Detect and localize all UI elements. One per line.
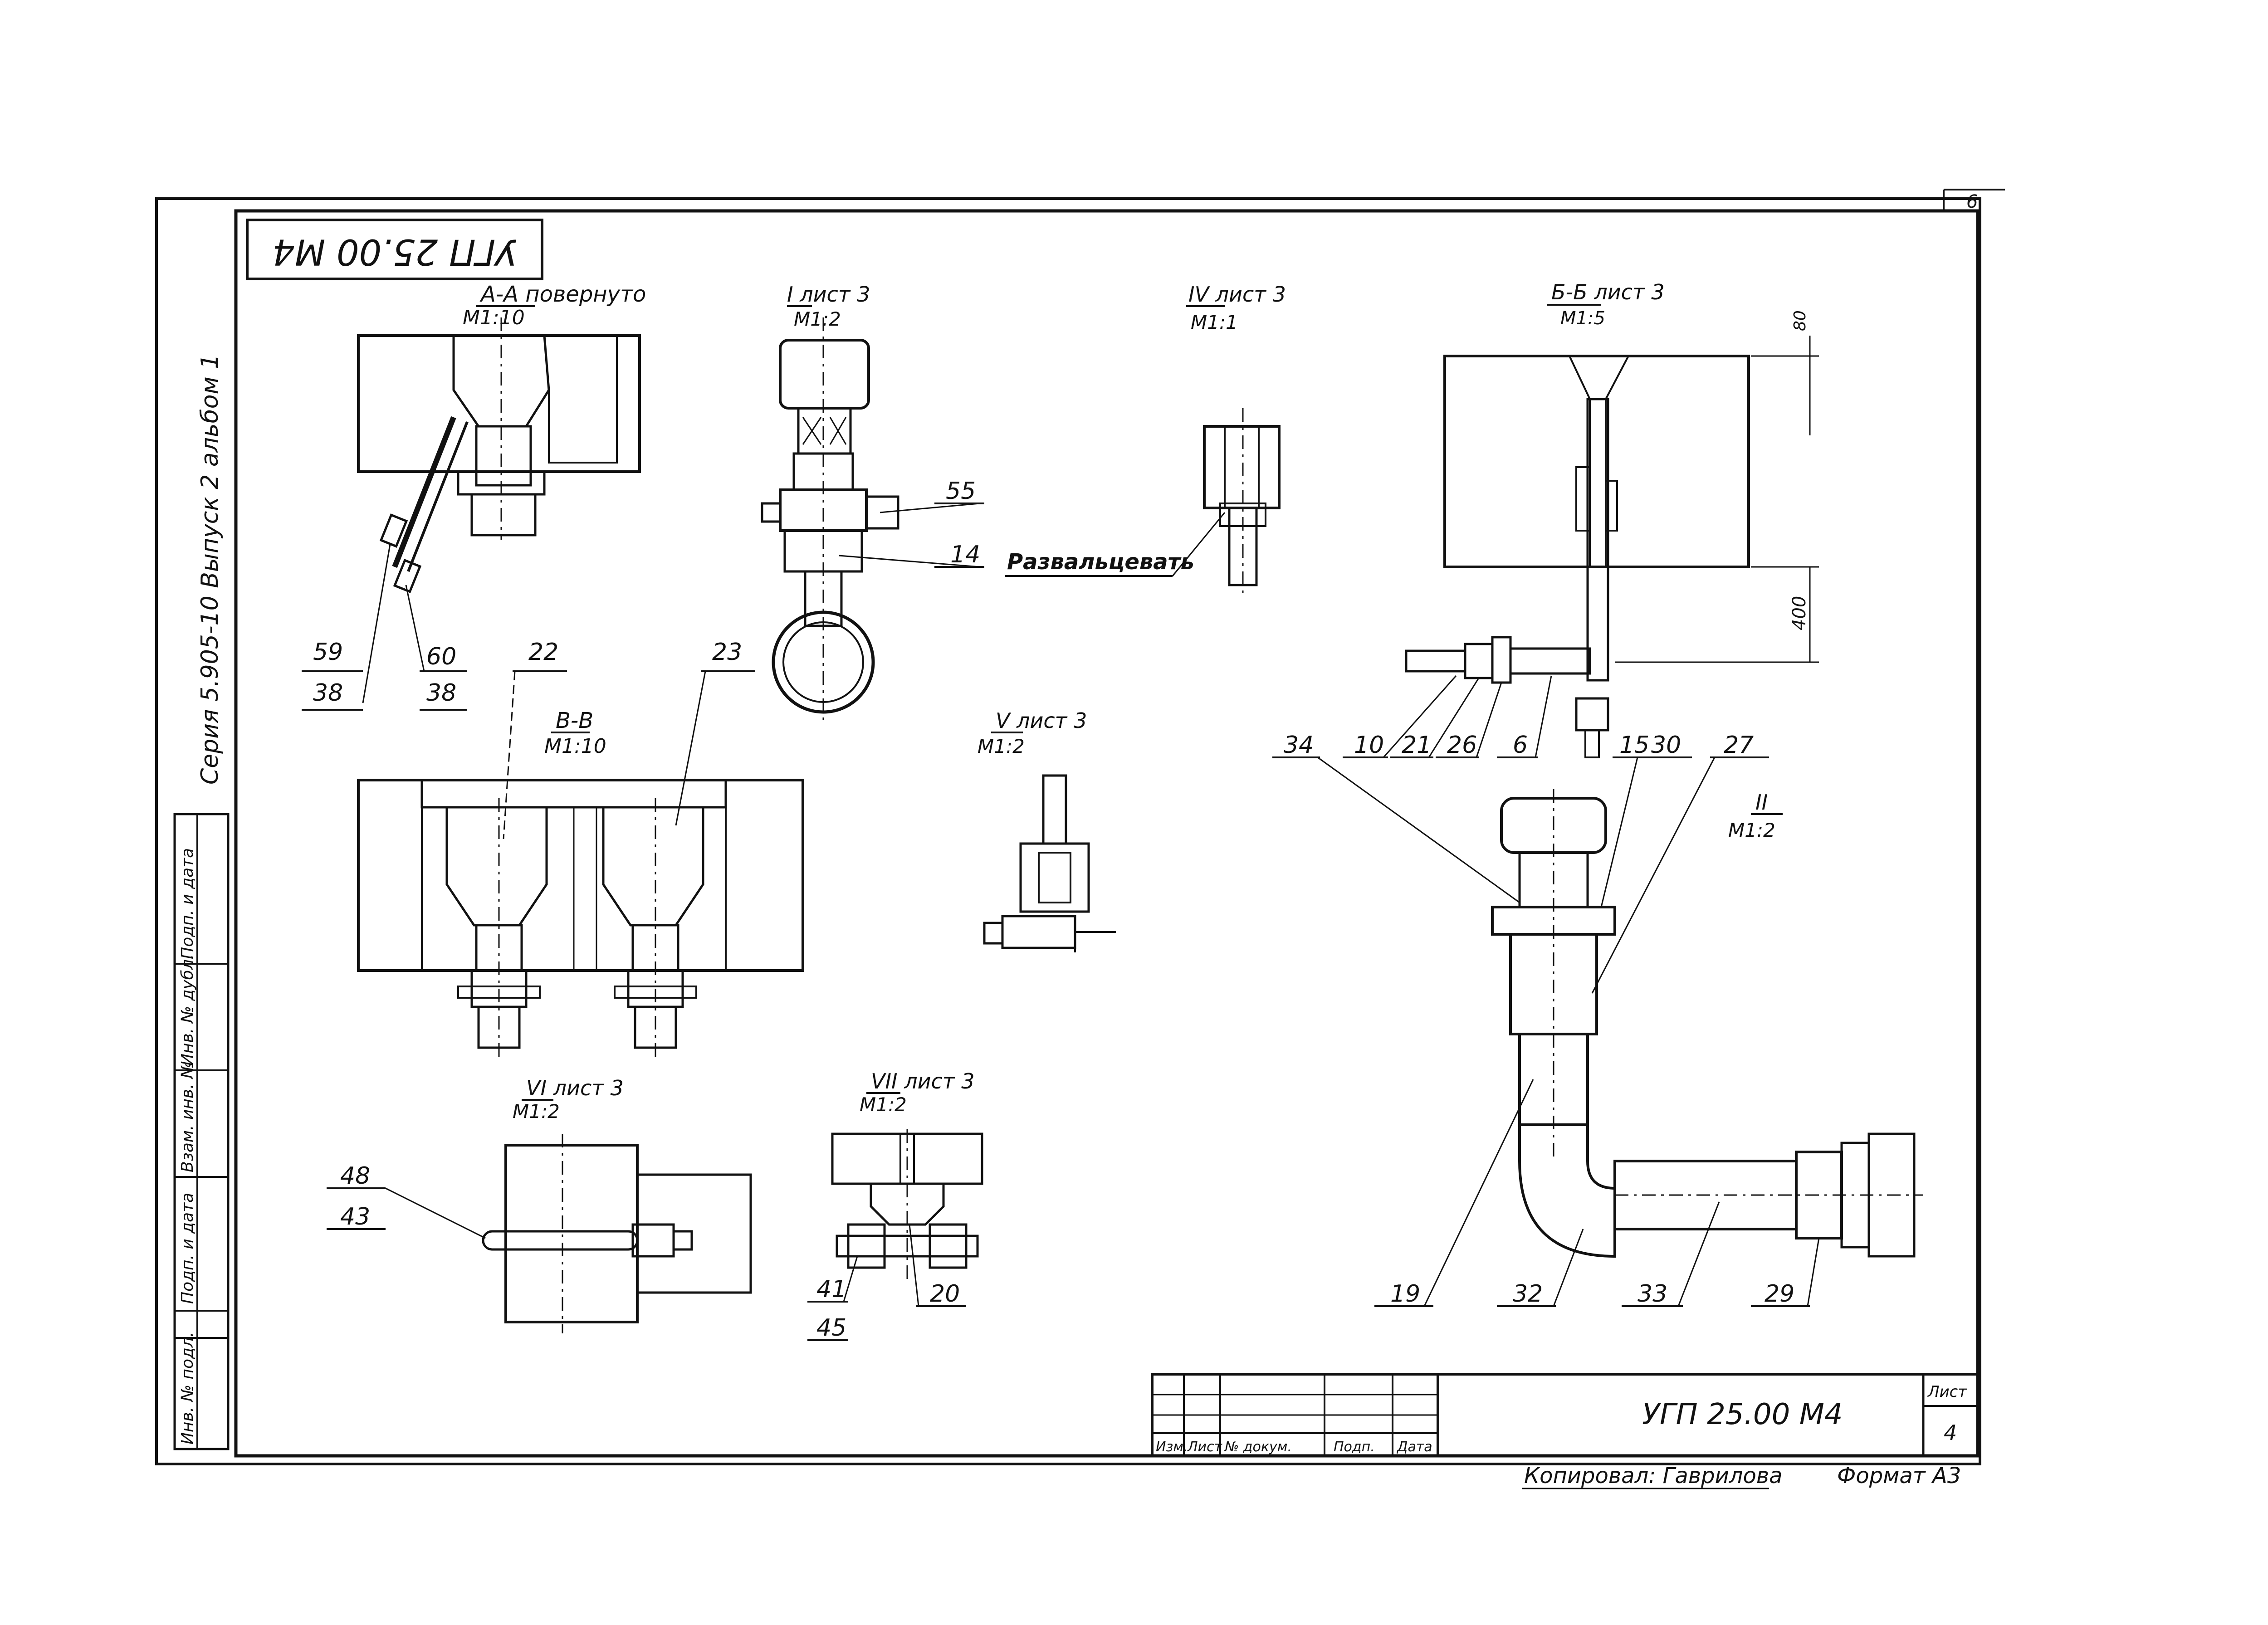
callout-label: 23 bbox=[712, 639, 742, 666]
view-i-title: I лист 3 bbox=[787, 282, 870, 307]
view-vii-title: VII лист 3 bbox=[871, 1069, 975, 1093]
callout-label: 26 bbox=[1447, 732, 1477, 759]
view-ii-scale: М1:2 bbox=[1728, 819, 1775, 841]
footer-copied-by: Копировал: Гаврилова bbox=[1524, 1463, 1783, 1488]
note-flare: Развальцевать bbox=[1007, 549, 1194, 575]
callout-label: 38 bbox=[313, 679, 343, 707]
callout-label: 14 bbox=[950, 541, 980, 568]
callout-label: 32 bbox=[1513, 1280, 1543, 1308]
title-block-col: Дата bbox=[1396, 1439, 1432, 1455]
callout-label: 22 bbox=[528, 639, 558, 666]
callout-label: 30 bbox=[1651, 732, 1681, 759]
footer-format: Формат А3 bbox=[1837, 1463, 1961, 1488]
left-stamp-cell: Инв. № дубл. bbox=[178, 954, 197, 1066]
view-vv-title: В-В bbox=[556, 708, 593, 733]
view-aa-title: А-А повернуто bbox=[479, 282, 646, 307]
view-bb: Б-Б лист 3 М1:5 80 400 bbox=[1405, 280, 1819, 758]
view-vi-scale: М1:2 bbox=[513, 1100, 560, 1122]
callout-label: 21 bbox=[1402, 732, 1432, 759]
view-v-title: V лист 3 bbox=[996, 708, 1087, 733]
callout-label: 59 bbox=[313, 639, 343, 666]
left-stamp-column: Инв. № подл. Подп. и дата Взам. инв. № И… bbox=[173, 813, 230, 1450]
view-ii-title: II bbox=[1755, 790, 1768, 815]
code-stamp: УГП 25.00 М4 bbox=[246, 219, 543, 280]
view-ii: II М1:2 bbox=[1491, 789, 1923, 1258]
callout-label: 38 bbox=[426, 679, 456, 707]
title-block: Изм. Лист № докум. Подп. Дата УГП 25.00 … bbox=[1151, 1373, 1979, 1457]
view-aa-scale: М1:10 bbox=[463, 306, 525, 329]
view-iv-title: IV лист 3 bbox=[1188, 282, 1286, 307]
view-v-scale: М1:2 bbox=[978, 735, 1025, 757]
view-vi: VI лист 3 М1:2 bbox=[482, 1076, 752, 1333]
view-iv-scale: М1:1 bbox=[1191, 311, 1238, 333]
sheet-frame: 6 bbox=[155, 189, 2005, 1465]
title-block-col: Подп. bbox=[1334, 1439, 1375, 1455]
callout-label: 20 bbox=[930, 1280, 960, 1308]
left-stamp-cell: Взам. инв. № bbox=[178, 1062, 197, 1172]
callout-label: 33 bbox=[1637, 1280, 1667, 1308]
left-stamp-cell: Подп. и дата bbox=[178, 1193, 197, 1304]
callout-label: 10 bbox=[1354, 732, 1384, 759]
left-stamp-cell: Инв. № подл. bbox=[178, 1332, 197, 1444]
callout-label: 27 bbox=[1724, 732, 1754, 759]
title-block-sheet-number: 4 bbox=[1944, 1420, 1957, 1445]
code-stamp-text: УГП 25.00 М4 bbox=[272, 231, 517, 272]
title-block-sheet-label: Лист bbox=[1927, 1383, 1967, 1401]
callout-label: 29 bbox=[1765, 1280, 1794, 1308]
title-block-col: Лист bbox=[1187, 1439, 1223, 1455]
callout-row-pipe: 19 32 33 29 bbox=[1374, 1079, 1820, 1308]
callout-label: 60 bbox=[426, 643, 456, 670]
view-vi-title: VI лист 3 bbox=[526, 1076, 624, 1100]
callout-label: 43 bbox=[340, 1203, 370, 1230]
callout-row-bb: 34 10 21 26 6 15 30 27 bbox=[1272, 675, 1769, 994]
callout-59-38: 59 38 60 38 bbox=[302, 639, 467, 711]
callout-label: 55 bbox=[946, 478, 976, 505]
callout-label: 6 bbox=[1513, 732, 1528, 759]
title-block-designation: УГП 25.00 М4 bbox=[1642, 1398, 1843, 1431]
series-label: Серия 5.905-10 Выпуск 2 альбом 1 bbox=[196, 354, 224, 785]
view-i: I лист 3 М1:2 bbox=[761, 282, 980, 721]
callout-label: 15 bbox=[1619, 732, 1649, 759]
title-block-col: Изм. bbox=[1156, 1439, 1188, 1455]
callout-41-45-20: 41 45 20 bbox=[807, 1224, 966, 1342]
corner-sheet-number: 6 bbox=[1966, 191, 1978, 212]
callout-label: 34 bbox=[1284, 732, 1314, 759]
dimension-vertical: 400 bbox=[1789, 596, 1810, 630]
view-aa: А-А повернуто М1:10 bbox=[357, 282, 646, 703]
view-bb-title: Б-Б лист 3 bbox=[1551, 280, 1665, 304]
view-v: V лист 3 М1:2 bbox=[978, 708, 1116, 952]
callout-label: 45 bbox=[816, 1314, 846, 1342]
callout-label: 19 bbox=[1390, 1280, 1420, 1308]
view-i-scale: М1:2 bbox=[794, 308, 841, 330]
view-vv: В-В М1:10 bbox=[357, 708, 804, 1057]
left-stamp-cell: Подп. и дата bbox=[178, 848, 197, 959]
title-block-col: № докум. bbox=[1224, 1439, 1292, 1455]
callout-label: 48 bbox=[340, 1162, 370, 1190]
view-bb-scale: М1:5 bbox=[1560, 308, 1605, 329]
callout-label: 41 bbox=[816, 1276, 846, 1303]
view-vii-scale: М1:2 bbox=[860, 1093, 907, 1116]
view-vv-scale: М1:10 bbox=[544, 735, 606, 758]
view-vii: VII лист 3 М1:2 bbox=[831, 1069, 983, 1279]
view-iv: IV лист 3 М1:1 bbox=[1186, 282, 1286, 599]
callout-22-23: 22 23 bbox=[503, 639, 755, 839]
callout-55-14: 55 14 Развальцевать bbox=[934, 478, 1226, 577]
callout-48-43: 48 43 bbox=[327, 1162, 486, 1239]
dimension-top: 80 bbox=[1791, 310, 1809, 331]
